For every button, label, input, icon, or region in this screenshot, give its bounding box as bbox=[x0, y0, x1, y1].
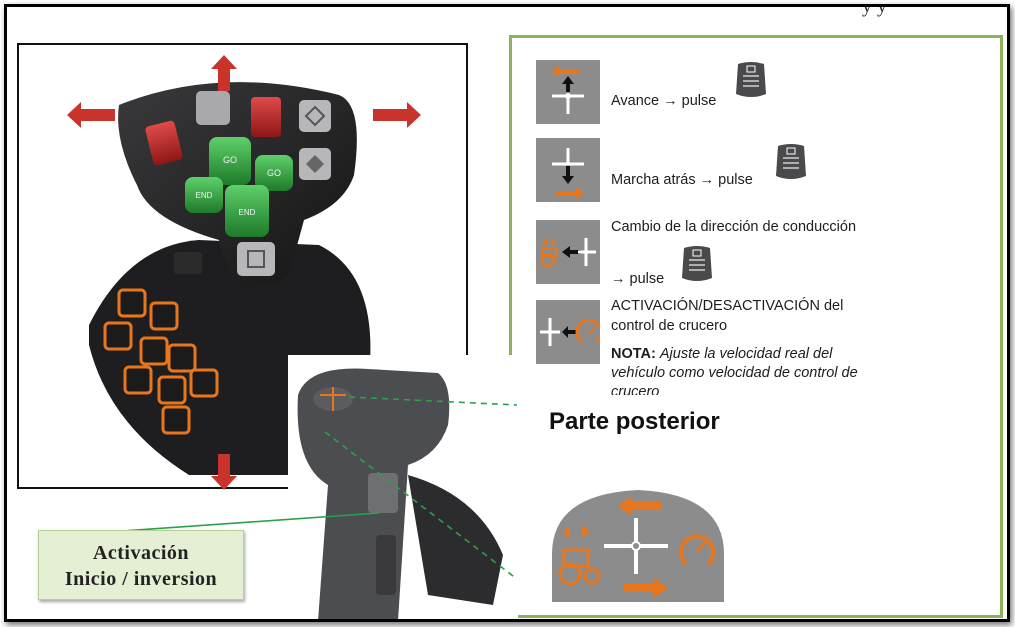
instructions-panel: Avance → pulse Marcha atrás → pulse bbox=[509, 35, 1003, 618]
joystick-illustration: GO GO END END bbox=[67, 55, 421, 490]
forward-label: Avance → pulse bbox=[611, 93, 717, 109]
button-pulse-icon bbox=[682, 246, 712, 281]
top-text-fragment: y y bbox=[862, 4, 887, 17]
note-block: NOTA: Ajuste la velocidad real del vehíc… bbox=[611, 345, 911, 395]
figure-frame: y y bbox=[4, 4, 1010, 622]
reverse-label: Marcha atrás → pulse bbox=[611, 172, 753, 188]
end-button-label-2: END bbox=[239, 208, 256, 217]
joystick-photo-box: GO GO END END bbox=[17, 43, 468, 490]
cruise-control-icon bbox=[536, 300, 600, 364]
note-line1: Ajuste la velocidad real del bbox=[659, 346, 833, 362]
direction-change-pulse-label: → pulse bbox=[611, 271, 665, 287]
go-button-label: GO bbox=[223, 155, 237, 165]
direction-change-icon bbox=[536, 220, 600, 284]
activation-callout: Activación Inicio / inversion bbox=[38, 530, 244, 600]
go-button-label-2: GO bbox=[267, 168, 281, 178]
cruise-control-label-line2: control de crucero bbox=[611, 318, 728, 334]
direction-change-label: Cambio de la dirección de conducción bbox=[611, 219, 857, 235]
note-prefix: NOTA: bbox=[611, 346, 656, 362]
cruise-control-label-line1: ACTIVACIÓN/DESACTIVACIÓN del bbox=[611, 298, 844, 314]
forward-arrows-icon bbox=[536, 60, 600, 124]
activation-callout-line2: Inicio / inversion bbox=[64, 568, 218, 590]
note-line2: vehículo como velocidad de control de bbox=[611, 365, 858, 381]
rear-section-title: Parte posterior bbox=[549, 408, 720, 435]
note-line3: crucero bbox=[611, 384, 660, 395]
button-pulse-icon bbox=[736, 62, 766, 97]
activation-callout-line1: Activación bbox=[92, 542, 190, 564]
button-pulse-icon bbox=[776, 144, 806, 179]
end-button-label: END bbox=[196, 191, 213, 200]
reverse-arrows-icon bbox=[536, 138, 600, 202]
rear-buttons-diagram bbox=[552, 490, 724, 602]
joystick-rear-photo bbox=[288, 355, 518, 619]
